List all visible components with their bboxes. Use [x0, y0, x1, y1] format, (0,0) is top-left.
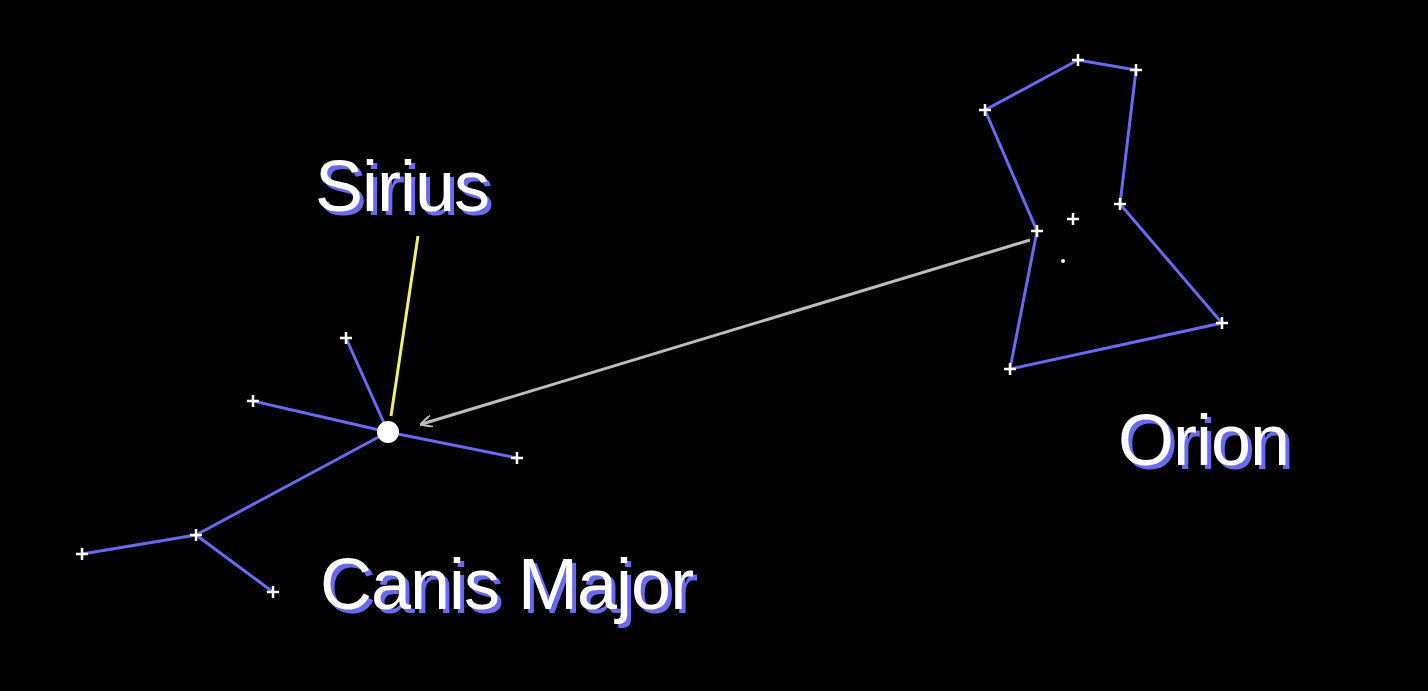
sirius-star	[377, 421, 399, 443]
constellation-label: Canis Major	[320, 548, 693, 620]
constellation-label: Orion	[1118, 404, 1289, 476]
star-label: Sirius	[315, 150, 489, 222]
pointer-arrow	[422, 240, 1030, 424]
stars	[76, 54, 1228, 598]
leader-line	[391, 236, 418, 416]
constellation-lines	[985, 60, 1222, 369]
